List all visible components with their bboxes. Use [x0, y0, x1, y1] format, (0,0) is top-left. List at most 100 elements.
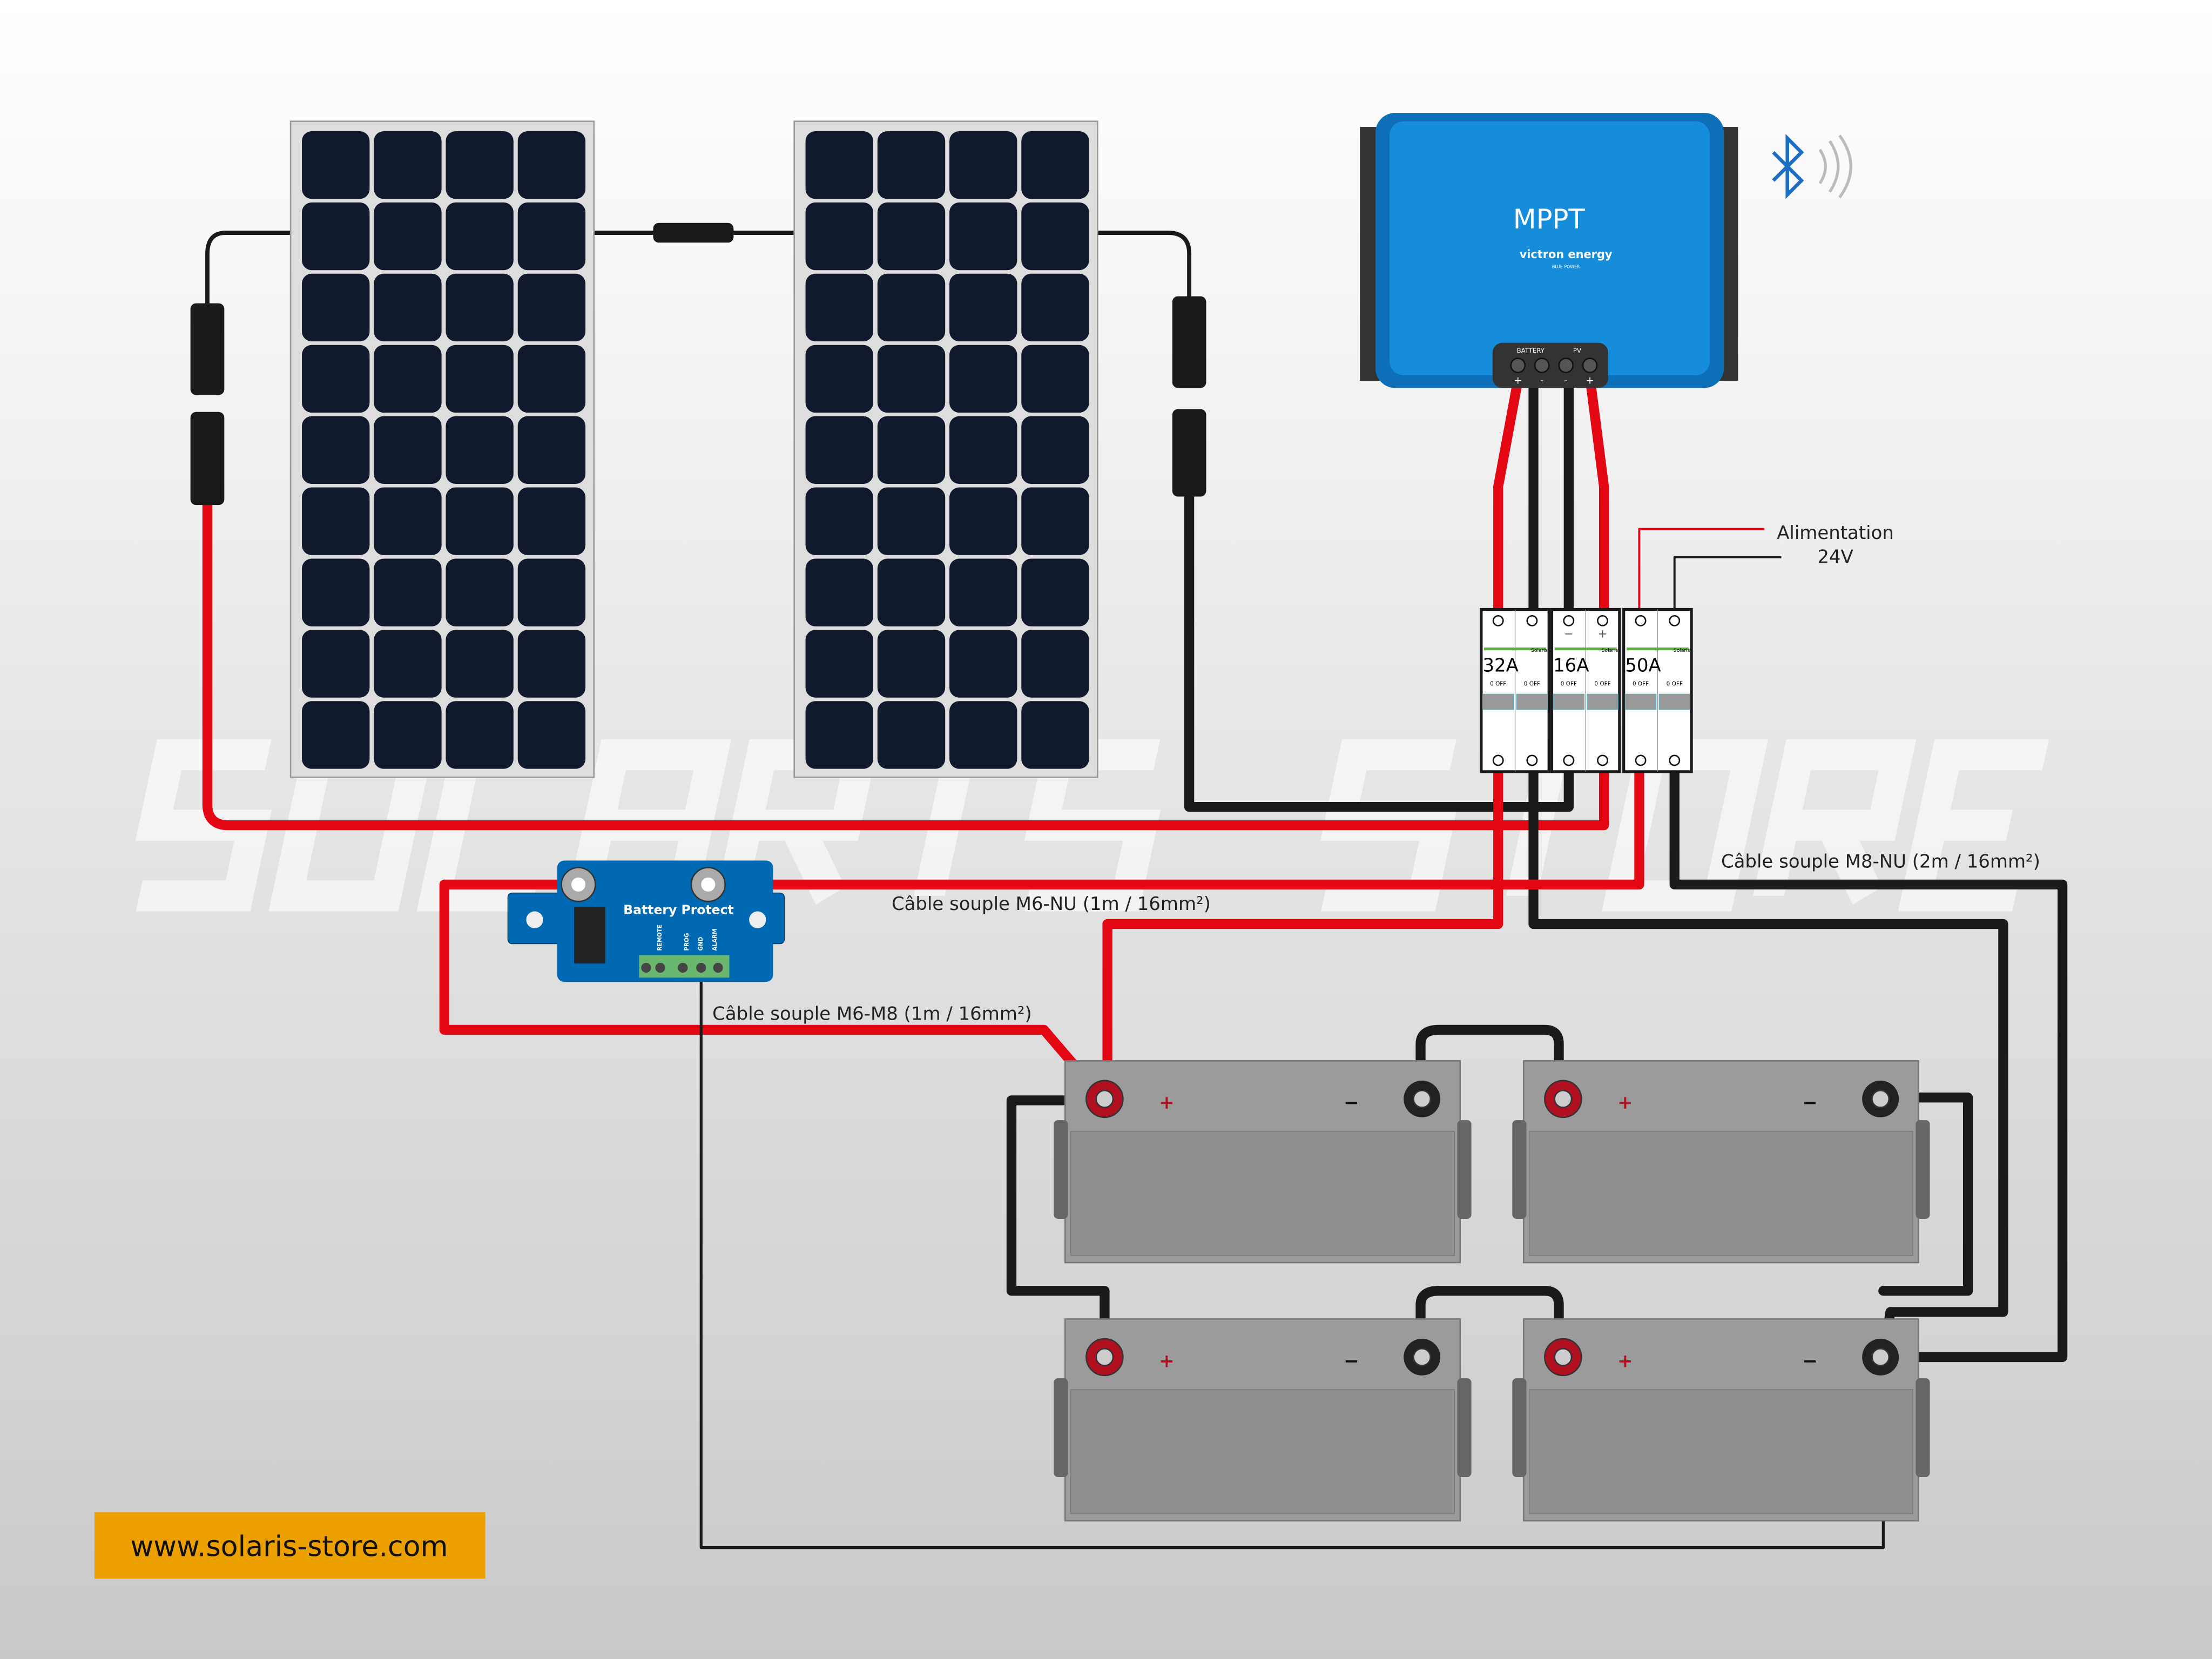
solar-cell: [302, 701, 370, 769]
cable-label-m6-m8: Câble souple M6-M8 (1m / 16mm²): [712, 1003, 1032, 1025]
solar-cell: [446, 416, 514, 484]
solar-cell: [949, 202, 1017, 271]
breaker-brand: Solaris: [1674, 648, 1690, 653]
website-url[interactable]: www.solaris-store.com: [131, 1530, 448, 1563]
solar-cell: [877, 345, 946, 413]
panel2-lead: [1094, 231, 1192, 299]
solar-cell: [374, 558, 442, 626]
breaker-state: 0 OFF: [1594, 681, 1610, 687]
solar-cell: [877, 416, 946, 484]
supply-label-line1: Alimentation: [1777, 522, 1894, 544]
solar-cell: [374, 131, 442, 199]
screw-icon: [1492, 754, 1504, 766]
solar-cell: [805, 487, 873, 555]
solar-cell: [302, 558, 370, 626]
battery-positive-wire: [1102, 766, 1503, 1103]
terminal-screw: [713, 962, 723, 973]
screw-icon: [1635, 615, 1647, 626]
solar-cell: [302, 131, 370, 199]
mppt-label: MPPT: [1513, 204, 1586, 235]
solar-cell: [949, 273, 1017, 342]
minus-mark: −: [1344, 1350, 1359, 1372]
victron-logo-text: victron energy: [1520, 248, 1613, 261]
battery[interactable]: +−: [1054, 1318, 1472, 1522]
pv-positive-wire: [202, 383, 1609, 831]
screw-icon: [1526, 754, 1538, 766]
solar-cell: [805, 345, 873, 413]
bp-terminal-label: REMOTE: [657, 925, 663, 951]
breaker-state: 0 OFF: [1633, 681, 1649, 687]
solar-cell: [949, 487, 1017, 555]
solar-panel[interactable]: [289, 120, 595, 778]
solar-cell: [1021, 131, 1089, 199]
breaker-polarity: +: [1598, 628, 1608, 640]
breaker-state: 0 OFF: [1561, 681, 1577, 687]
solar-cell: [517, 416, 586, 484]
battery-positive-mppt-wire: [1493, 383, 1522, 615]
bluetooth-icon: [1772, 134, 1852, 199]
breaker-rating: 50A: [1625, 655, 1661, 676]
solar-cell: [1021, 487, 1089, 555]
solar-cell: [302, 273, 370, 342]
plus-mark: +: [1617, 1092, 1633, 1114]
terminal-polarity: +: [1586, 375, 1594, 387]
bp-terminal-label: PROG: [684, 933, 690, 951]
solar-cell: [805, 701, 873, 769]
solar-cell: [374, 701, 442, 769]
website-badge[interactable]: [95, 1512, 485, 1579]
cable-label-m6-nu: Câble souple M6-NU (1m / 16mm²): [892, 893, 1211, 915]
battery-terminal-label: BATTERY: [1517, 347, 1545, 354]
solar-cell: [517, 202, 586, 271]
solar-cell: [517, 558, 586, 626]
solar-cell: [446, 131, 514, 199]
solar-cell: [949, 416, 1017, 484]
battery-link-left: [1006, 1095, 1110, 1363]
breaker-state: 0 OFF: [1667, 681, 1683, 687]
solar-cell: [1021, 202, 1089, 271]
cable-label-m8-nu: Câble souple M8-NU (2m / 16mm²): [1721, 851, 2040, 873]
screw-icon: [1635, 754, 1647, 766]
battery[interactable]: +−: [1054, 1060, 1472, 1264]
load-positive-wire: [729, 766, 1644, 890]
solar-cell: [374, 630, 442, 698]
terminal-screw: [696, 962, 706, 973]
screw-icon: [1669, 615, 1681, 626]
mc4-connector: [1172, 409, 1206, 497]
mppt-controller[interactable]: MPPT victron energy BLUE POWER BATTERY P…: [1360, 112, 1738, 388]
battery-link-bottom: [1415, 1286, 1564, 1363]
screw-icon: [1492, 615, 1504, 626]
solar-panel[interactable]: [793, 120, 1098, 778]
solar-cell: [446, 558, 514, 626]
minus-mark: −: [1344, 1092, 1359, 1114]
screw-icon: [1669, 754, 1681, 766]
breaker-brand: Solaris: [1602, 648, 1618, 653]
minus-mark: −: [1802, 1092, 1817, 1114]
breaker-state: 0 OFF: [1524, 681, 1540, 687]
solar-cell: [446, 345, 514, 413]
screw-icon: [1563, 615, 1575, 626]
solar-cell: [374, 487, 442, 555]
solar-cell: [302, 487, 370, 555]
supply-pos-wire: [1638, 528, 1765, 611]
watermark-letter: [135, 739, 272, 912]
solar-cell: [877, 558, 946, 626]
plus-mark: +: [1159, 1092, 1174, 1114]
solar-cell: [1021, 558, 1089, 626]
battery[interactable]: +−: [1512, 1318, 1930, 1522]
solar-cell: [877, 487, 946, 555]
minus-mark: −: [1802, 1350, 1817, 1372]
battery[interactable]: +−: [1512, 1060, 1930, 1264]
screw-icon: [1597, 754, 1608, 766]
solar-cell: [446, 273, 514, 342]
breaker-rating: 16A: [1553, 655, 1589, 676]
solar-cell: [517, 131, 586, 199]
solar-cell: [1021, 345, 1089, 413]
breaker-50a[interactable]: 0 OFF 0 OFF Solaris 50A: [1622, 608, 1693, 773]
battery-link-top: [1415, 1024, 1564, 1103]
solar-cell: [302, 345, 370, 413]
solar-cell: [949, 558, 1017, 626]
